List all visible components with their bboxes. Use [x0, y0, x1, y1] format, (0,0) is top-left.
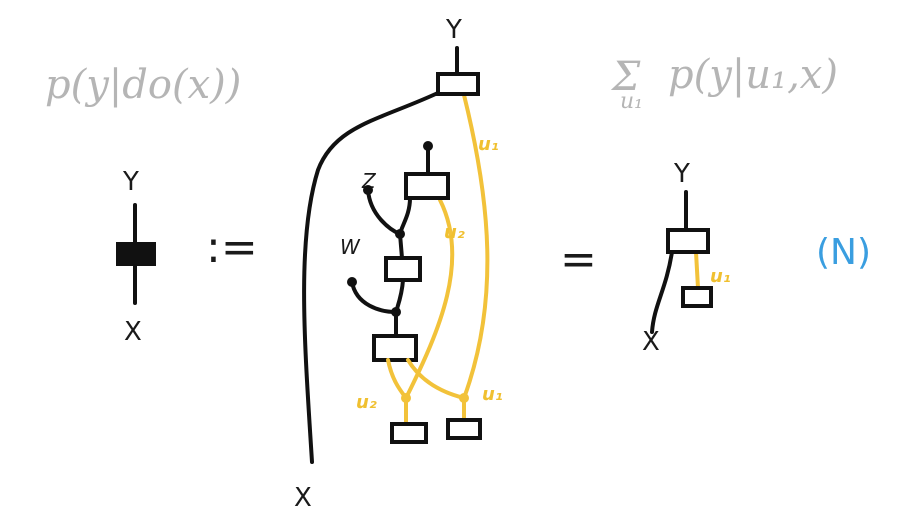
- u2-mid-label: u₂: [444, 222, 465, 243]
- middle-diagram: Y X u₁ u₂ Z W: [294, 15, 503, 513]
- u1-bottom-label: u₁: [482, 384, 503, 405]
- prior-box-u2: [390, 422, 428, 444]
- sum-index: u₁: [620, 89, 643, 114]
- right-mechanism-box: [666, 228, 710, 254]
- mechanism-box-top: [436, 72, 480, 96]
- middle-top-label: Y: [445, 15, 462, 45]
- sum-symbol: Σ: [610, 54, 641, 100]
- box4-u1-wire: [406, 358, 466, 400]
- prior-box-u1: [446, 418, 482, 440]
- right-top-label: Y: [673, 159, 690, 189]
- black-box-node: [116, 242, 156, 266]
- equals-symbol: =: [560, 234, 597, 285]
- box2-input-wire: [398, 196, 412, 236]
- right-x-wire: [650, 250, 674, 334]
- box4-u2-wire: [386, 358, 408, 400]
- discard-dot-top: [423, 141, 433, 151]
- u2-bottom-label: u₂: [356, 392, 377, 413]
- middle-bottom-label: X: [294, 483, 312, 513]
- z-wire: [366, 188, 402, 236]
- left-diagram: Y X: [116, 167, 156, 347]
- equation-label: (N): [816, 232, 871, 273]
- definition-symbol: :=: [206, 222, 258, 273]
- u1-latent-wire: [462, 93, 490, 400]
- mechanism-box-3: [384, 256, 422, 282]
- right-u1-wire: [694, 250, 700, 290]
- x-input-wire: [302, 90, 442, 464]
- right-bottom-label: X: [642, 327, 660, 357]
- right-diagram: Y u₁ X: [642, 159, 731, 357]
- u1-top-label: u₁: [478, 134, 499, 155]
- right-prior-box: [681, 286, 713, 308]
- rhs-expression: Σ u₁ p(y|u₁,x): [610, 52, 838, 114]
- w-wire: [350, 280, 398, 314]
- right-u1-label: u₁: [710, 266, 731, 287]
- left-diagram-top-label: Y: [122, 167, 139, 197]
- left-diagram-bottom-label: X: [124, 317, 142, 347]
- rhs-body: p(y|u₁,x): [668, 52, 838, 98]
- mechanism-box-4: [372, 334, 418, 362]
- lhs-expression: p(y|do(x)): [45, 62, 241, 108]
- mechanism-box-2: [404, 172, 450, 200]
- copy-to-box3-wire: [398, 232, 404, 260]
- input-w-label: W: [340, 235, 361, 259]
